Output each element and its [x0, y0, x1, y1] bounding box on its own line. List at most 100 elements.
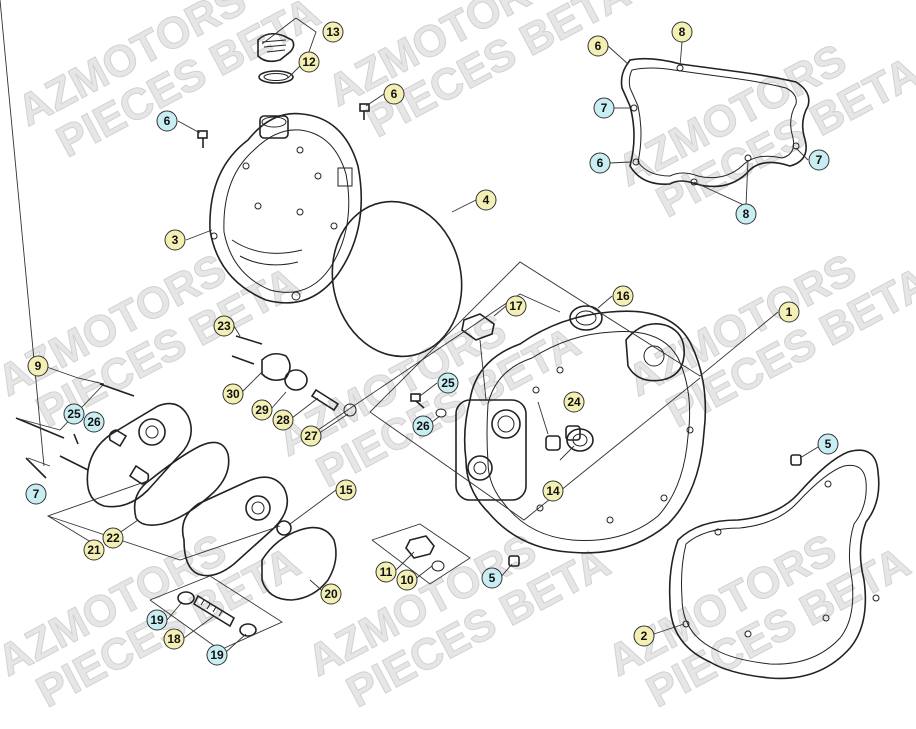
svg-text:29: 29: [255, 403, 269, 417]
clutch-cover: [209, 112, 363, 304]
callout-8[interactable]: 8: [671, 21, 693, 43]
callout-29[interactable]: 29: [251, 399, 273, 421]
water-pump-gasket-22: [133, 441, 230, 526]
water-pump-shaft: [177, 591, 257, 637]
callout-26[interactable]: 26: [412, 415, 434, 437]
callout-7[interactable]: 7: [25, 483, 47, 505]
callout-22[interactable]: 22: [102, 527, 124, 549]
screw-6-left: [197, 130, 208, 148]
callout-8[interactable]: 8: [735, 203, 757, 225]
svg-text:18: 18: [167, 632, 181, 646]
svg-text:5: 5: [489, 571, 496, 585]
callout-24[interactable]: 24: [563, 391, 585, 413]
callout-16[interactable]: 16: [612, 285, 634, 307]
callout-27[interactable]: 27: [300, 425, 322, 447]
callout-5[interactable]: 5: [817, 433, 839, 455]
svg-text:6: 6: [164, 114, 171, 128]
callout-6[interactable]: 6: [156, 110, 178, 132]
svg-text:30: 30: [226, 387, 240, 401]
callout-23[interactable]: 23: [213, 315, 235, 337]
callout-1[interactable]: 1: [778, 301, 800, 323]
water-pump-body-15: [181, 476, 292, 577]
svg-text:11: 11: [380, 565, 393, 579]
callout-2[interactable]: 2: [633, 625, 655, 647]
svg-text:27: 27: [304, 429, 318, 443]
svg-text:5: 5: [825, 437, 832, 451]
callout-layer: 13 12 6 6 3 4 8 6 7 6 7 8 17 16 1 23 30 …: [25, 21, 839, 666]
screw-6-right: [359, 103, 370, 120]
water-pump-cover-21: [86, 402, 192, 508]
screw-25-mid: [410, 393, 425, 409]
gasket-20: [261, 526, 337, 601]
seal-16: [569, 305, 603, 331]
gasket-top-right: [620, 57, 810, 188]
svg-text:24: 24: [567, 395, 581, 409]
nuts-24: [545, 425, 581, 451]
callout-25[interactable]: 25: [437, 372, 459, 394]
gasket-bottom-right: [668, 449, 880, 680]
svg-text:20: 20: [324, 587, 338, 601]
callout-7[interactable]: 7: [808, 149, 830, 171]
svg-text:26: 26: [87, 415, 101, 429]
callout-9[interactable]: 9: [27, 355, 49, 377]
callout-13[interactable]: 13: [322, 21, 344, 43]
oring-12: [258, 70, 294, 84]
callout-25[interactable]: 25: [63, 403, 85, 425]
callout-6[interactable]: 6: [589, 152, 611, 174]
svg-text:22: 22: [106, 531, 120, 545]
svg-text:19: 19: [150, 613, 164, 627]
callout-21[interactable]: 21: [83, 539, 105, 561]
callout-6[interactable]: 6: [587, 35, 609, 57]
svg-text:3: 3: [172, 233, 179, 247]
svg-text:7: 7: [816, 153, 823, 167]
callout-18[interactable]: 18: [163, 628, 185, 650]
callout-3[interactable]: 3: [164, 229, 186, 251]
svg-text:23: 23: [217, 319, 231, 333]
callout-11[interactable]: 11: [375, 561, 397, 583]
callout-14[interactable]: 14: [542, 480, 564, 502]
svg-text:15: 15: [339, 483, 353, 497]
callout-28[interactable]: 28: [272, 409, 294, 431]
callout-26[interactable]: 26: [83, 411, 105, 433]
callout-5[interactable]: 5: [481, 567, 503, 589]
svg-text:6: 6: [595, 39, 602, 53]
callout-19[interactable]: 19: [206, 644, 228, 666]
callout-7[interactable]: 7: [593, 97, 615, 119]
callout-12[interactable]: 12: [298, 51, 320, 73]
callout-30[interactable]: 30: [222, 383, 244, 405]
svg-text:16: 16: [616, 289, 630, 303]
svg-text:6: 6: [597, 156, 604, 170]
callout-4[interactable]: 4: [475, 189, 497, 211]
svg-text:21: 21: [87, 543, 101, 557]
svg-text:12: 12: [302, 55, 316, 69]
svg-text:8: 8: [679, 25, 686, 39]
svg-text:8: 8: [743, 207, 750, 221]
callout-17[interactable]: 17: [505, 295, 527, 317]
parts-drawing: [0, 0, 880, 680]
svg-text:2: 2: [641, 629, 648, 643]
callout-6[interactable]: 6: [383, 83, 405, 105]
svg-text:1: 1: [786, 305, 793, 319]
callout-20[interactable]: 20: [320, 583, 342, 605]
svg-text:17: 17: [509, 299, 523, 313]
cover-oring-4: [331, 200, 463, 358]
fitting-11: [405, 535, 445, 572]
dowel-5-right: [790, 454, 802, 466]
callout-15[interactable]: 15: [335, 479, 357, 501]
svg-text:28: 28: [276, 413, 290, 427]
svg-text:25: 25: [67, 407, 81, 421]
thermostat-parts: [231, 335, 357, 417]
oil-filler-cap: [257, 32, 295, 63]
svg-text:19: 19: [210, 648, 224, 662]
callout-19[interactable]: 19: [146, 609, 168, 631]
callout-10[interactable]: 10: [396, 569, 418, 591]
svg-text:10: 10: [400, 573, 414, 587]
